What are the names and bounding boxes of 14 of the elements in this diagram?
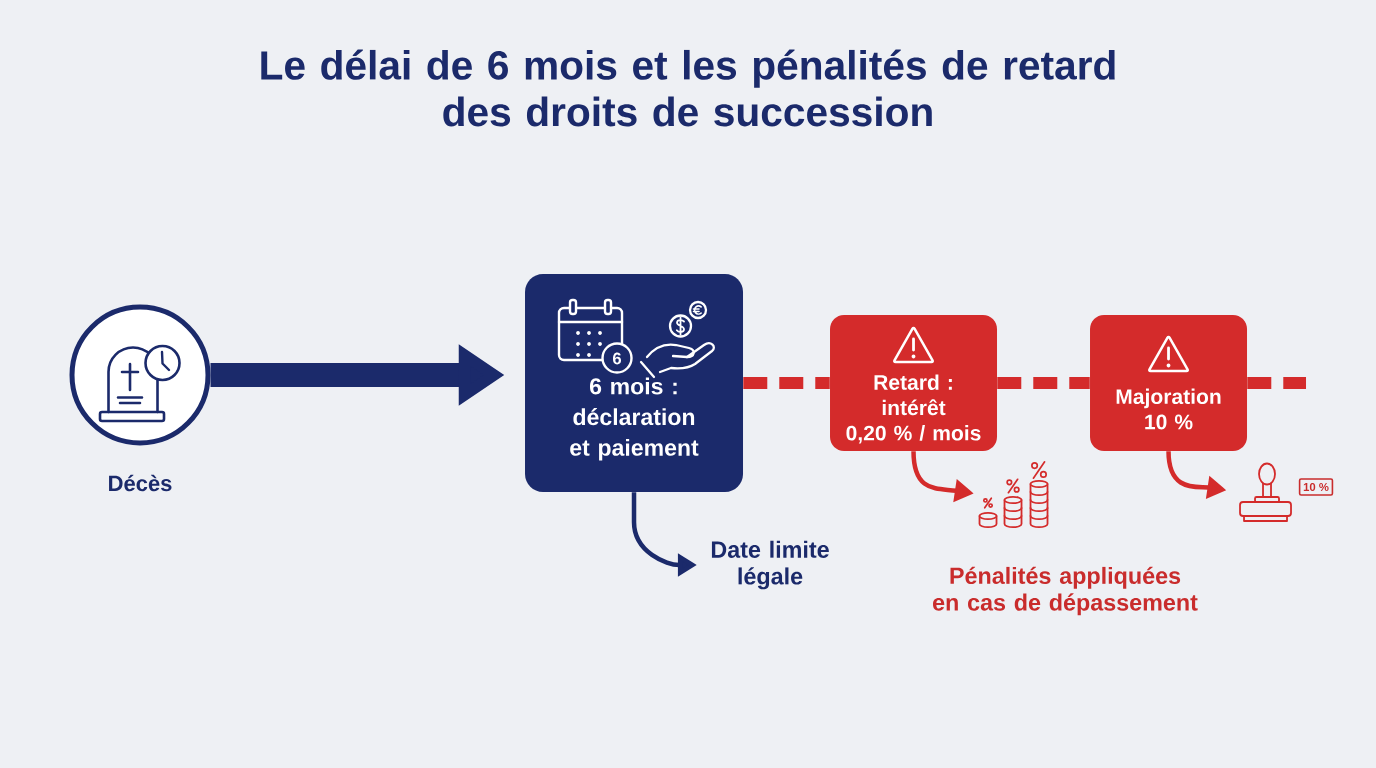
striped-line: [997, 377, 1090, 389]
striped-line: [743, 377, 830, 389]
striped-line: [1247, 377, 1306, 389]
text-label: Date limite légale: [711, 540, 829, 590]
coins-icon: [978, 461, 1049, 529]
calendar-number: 6: [613, 352, 622, 365]
node-caption: Décès: [109, 474, 172, 492]
title: Le délai de 6 mois et les pénalités de retard des droits de succession: [261, 49, 1115, 127]
alert-box: Retard : intérêt 0,20 % / mois: [830, 315, 997, 451]
caption-text: Pénalités appliquées en cas de dépassement: [933, 566, 1198, 616]
icon-circle: [69, 304, 211, 446]
percent-tag: 10 %: [1298, 478, 1334, 496]
alert-box: Majoration 10 %: [1090, 315, 1247, 451]
stamp-icon: [1239, 462, 1292, 522]
